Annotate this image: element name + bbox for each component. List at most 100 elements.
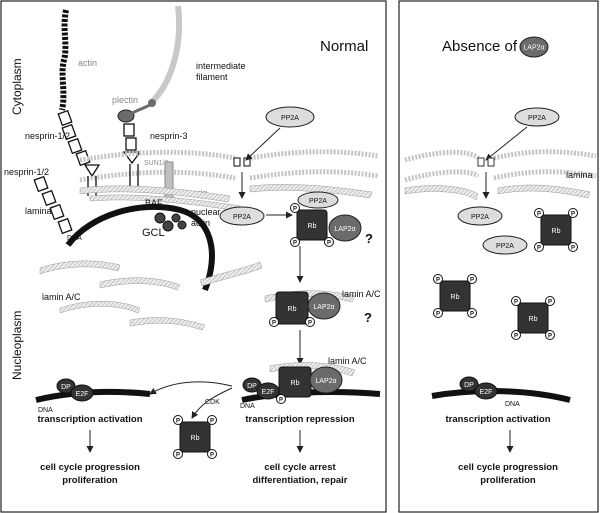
nesprin3-chain: [122, 123, 142, 165]
left-outcome-1: cell cycle progression: [40, 462, 140, 473]
right-outcome-2: proliferation: [480, 475, 536, 486]
left-activation-text: transcription activation: [37, 414, 142, 425]
normal-panel-frame: [0, 0, 387, 513]
gcl-label: GCL: [142, 227, 165, 239]
nuclear-pore-normal: [233, 157, 251, 167]
left-dp-label: DP: [61, 384, 71, 391]
nesprin12-left-label: nesprin-1/2: [4, 167, 49, 177]
normal-title: Normal: [320, 38, 368, 55]
nuclear-envelope-absence: [404, 149, 597, 183]
absence-rb-3-label: Rb: [529, 316, 538, 323]
phosphate-label: P: [293, 207, 297, 213]
absence-e2f-label: E2F: [480, 389, 493, 396]
phosphate-label: P: [279, 398, 283, 404]
phosphate-marker: P: [173, 449, 183, 459]
free-rb-normal: Rb: [179, 421, 211, 453]
absence-rb-1: Rb: [540, 214, 572, 246]
absence-lap2a-badge: LAP2α: [519, 36, 549, 58]
free-rb-label: Rb: [191, 435, 200, 442]
nuclear-actin-label-2: actin: [191, 218, 210, 228]
lamin-ac-label: lamin A/C: [42, 292, 81, 302]
phosphate-label: P: [436, 312, 440, 318]
plectin: [117, 99, 156, 123]
absence-rb-2: Rb: [439, 280, 471, 312]
left-e2f-label: E2F: [76, 391, 89, 398]
phosphate-marker: P: [276, 394, 286, 404]
activation-complex-absence: DP E2F: [431, 376, 571, 403]
pp2a-absence-low: PP2A: [482, 235, 528, 255]
phosphate-marker: P: [511, 330, 521, 340]
phosphate-label: P: [548, 300, 552, 306]
phosphate-marker: P: [545, 330, 555, 340]
phosphate-marker: P: [545, 296, 555, 306]
emerin: [164, 161, 174, 203]
baf-gcl-cluster: [154, 212, 187, 232]
phosphate-marker: P: [433, 274, 443, 284]
sun12-label: SUN1/2: [144, 160, 169, 167]
phosphate-marker: P: [433, 308, 443, 318]
intermediate-label-2: filament: [196, 72, 228, 82]
pp2a-absence-top-label: PP2A: [528, 115, 546, 122]
cdk-label: CDK: [205, 399, 220, 406]
complex-rb-label: Rb: [308, 223, 317, 230]
nucleoplasm-lamin-fibers: [39, 260, 263, 331]
rb-pp2a-lap2a-complex: PP2A Rb LAP2α: [296, 191, 362, 242]
mid-repression-text: transcription repression: [245, 414, 354, 425]
absence-rb-2-label: Rb: [451, 294, 460, 301]
left-outcome-2: proliferation: [62, 475, 118, 486]
pp2a-absence-top: PP2A: [514, 107, 560, 127]
phosphate-marker: P: [324, 237, 334, 247]
lamin-rb-label: Rb: [288, 306, 297, 313]
phosphate-label: P: [176, 419, 180, 425]
pp2a-absence-low-label: PP2A: [496, 243, 514, 250]
phosphate-label: P: [571, 246, 575, 252]
lamin-lap2a-label: LAP2α: [313, 304, 334, 311]
phosphate-label: P: [537, 212, 541, 218]
phosphate-label: P: [308, 321, 312, 327]
absence-title: Absence of: [442, 38, 518, 55]
phosphate-marker: P: [511, 296, 521, 306]
lamin-ac-mid-label: lamin A/C: [342, 289, 381, 299]
right-outcome-1: cell cycle progression: [458, 462, 558, 473]
rep-lap2a-label: LAP2α: [315, 378, 336, 385]
rep-dna-label: DNA: [240, 403, 255, 410]
question-mark-1: ?: [365, 231, 373, 246]
dna-label: DNA: [67, 235, 82, 242]
nuclear-envelope-normal: [79, 149, 379, 183]
phosphate-marker: P: [534, 208, 544, 218]
phosphate-marker: P: [207, 449, 217, 459]
nuclear-actin-label-1: nuclear: [191, 207, 221, 217]
pp2a-top-label: PP2A: [281, 115, 299, 122]
nucleoplasm-label: Nucleoplasm: [10, 311, 24, 380]
phosphate-label: P: [514, 334, 518, 340]
complex-lap2a-label: LAP2α: [334, 226, 355, 233]
absence-panel-frame: [398, 0, 599, 513]
dna-chromatin: [65, 204, 215, 292]
nesprin12-chain-top: [57, 109, 101, 178]
mid-outcome-1: cell cycle arrest: [264, 462, 336, 473]
intermediate-label-1: intermediate: [196, 61, 246, 71]
question-mark-2: ?: [364, 310, 372, 325]
nesprin12-top-label: nesprin-1/2: [25, 131, 70, 141]
cdk-arrow-to-rb: [191, 387, 233, 419]
pp2a-mid-label: PP2A: [233, 214, 251, 221]
lamina-right-label: lamina: [566, 170, 593, 180]
rep-rb-label: Rb: [291, 380, 300, 387]
absence-lap2a-label: LAP2α: [523, 45, 544, 52]
rep-dp-label: DP: [247, 383, 257, 390]
actin-label: actin: [78, 58, 97, 68]
phosphate-label: P: [571, 212, 575, 218]
phosphate-label: P: [210, 419, 214, 425]
absence-dp-label: DP: [464, 382, 474, 389]
pp2a-top: PP2A: [265, 106, 315, 128]
phosphate-marker: P: [568, 208, 578, 218]
pp2a-absence-mid: PP2A: [457, 206, 503, 226]
actin-filament: [59, 9, 69, 111]
pp2a-top-arrow: [245, 127, 281, 161]
cytoplasm-label: Cytoplasm: [10, 58, 24, 115]
phosphate-marker: P: [269, 317, 279, 327]
rep-e2f-label: E2F: [262, 389, 275, 396]
phosphate-label: P: [470, 278, 474, 284]
